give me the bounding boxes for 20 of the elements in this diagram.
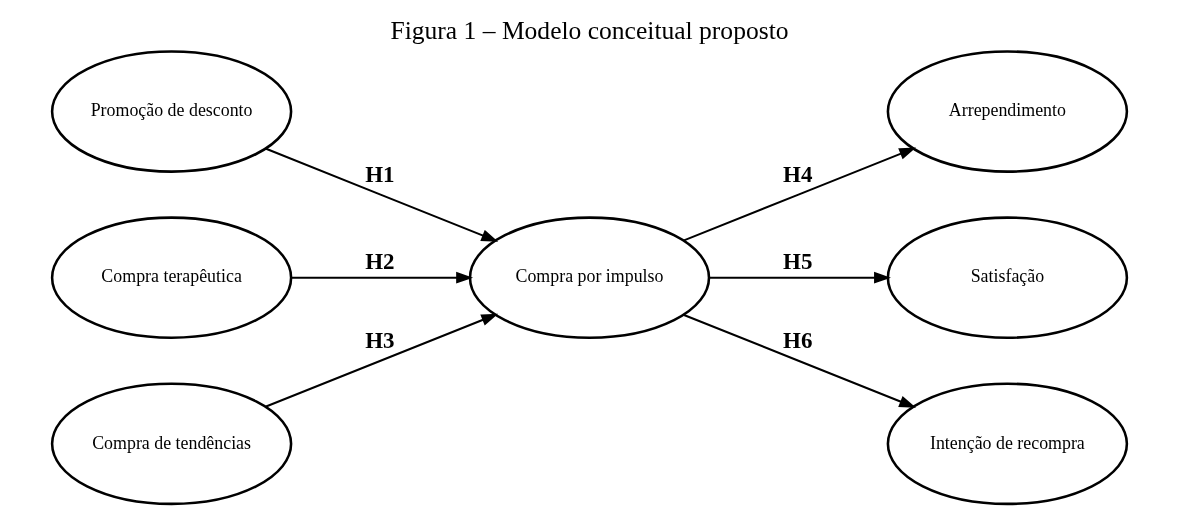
node-ellipse: Intenção de recompra: [886, 382, 1128, 506]
edge-label: H1: [364, 162, 395, 188]
node-ellipse: Compra terapêutica: [50, 216, 292, 339]
arrow: [708, 271, 891, 284]
node-ellipse: Compra por impulso: [468, 216, 710, 339]
node-ellipse: Promoção de desconto: [50, 50, 292, 173]
arrow: [683, 147, 916, 242]
arrow: [265, 313, 498, 408]
node-ellipse: Satisfação: [886, 216, 1128, 339]
diagram-title: Figura 1 – Modelo conceitual proposto: [389, 15, 789, 45]
node-ellipse: Compra de tendências: [50, 382, 292, 506]
node-ellipse: Arrependimento: [886, 50, 1128, 173]
edge-label: H4: [782, 162, 812, 188]
edge-label: H6: [782, 328, 812, 354]
edge-label: H5: [782, 249, 812, 275]
arrow: [683, 314, 916, 408]
arrow: [290, 271, 473, 284]
edge-label: H3: [364, 328, 395, 354]
edge-label: H2: [364, 249, 395, 275]
arrow: [265, 147, 498, 242]
